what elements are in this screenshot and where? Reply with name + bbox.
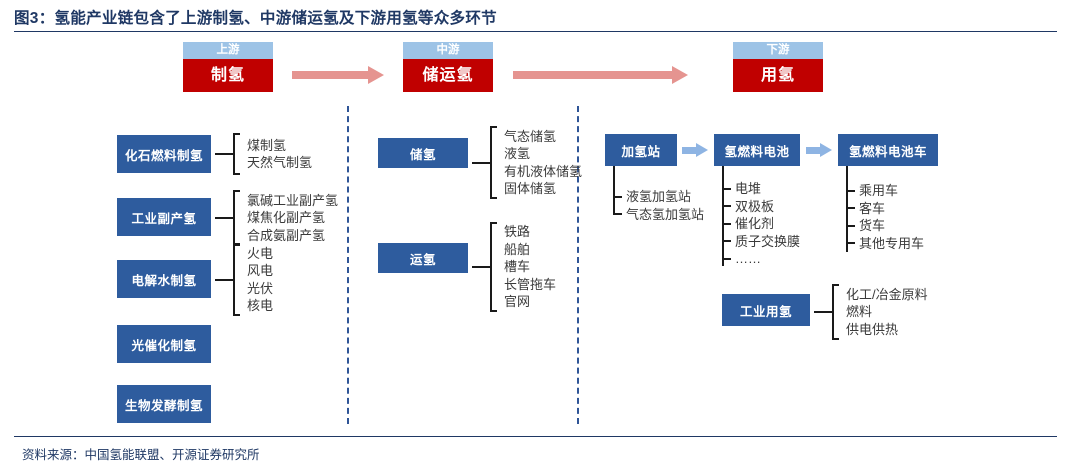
node-fossil-fuel-hydrogen[interactable]: 化石燃料制氢 xyxy=(117,135,211,173)
sub-item: 铁路 xyxy=(504,224,531,240)
tree-row: 催化剂 xyxy=(722,215,800,233)
sub-item: 液氢加氢站 xyxy=(626,189,692,204)
sub-item: 乘用车 xyxy=(859,183,899,198)
sub-item: 风电 xyxy=(247,263,274,278)
node-hydrogen-refueling-station[interactable]: 加氢站 xyxy=(605,134,677,166)
tree-row: 双极板 xyxy=(722,198,800,216)
brace-group-hydrogen-storage: 气态储氢 液氢 有机液体储氢 固体储氢 xyxy=(472,126,582,199)
stage-downstream: 下游 用氢 xyxy=(733,42,823,92)
node-biofermentation-hydrogen[interactable]: 生物发酵制氢 xyxy=(117,385,211,423)
stage-midstream-caption: 中游 xyxy=(403,42,493,59)
brace-group-industrial-byproduct: 氯碱工业副产氢 煤焦化副产氢 合成氨副产氢 xyxy=(215,190,338,246)
sub-item: 质子交换膜 xyxy=(735,233,801,249)
sub-item: 官网 xyxy=(504,294,531,310)
node-water-electrolysis-hydrogen[interactable]: 电解水制氢 xyxy=(117,260,211,298)
source-note: 资料来源：中国氢能联盟、开源证券研究所 xyxy=(22,448,260,462)
node-hydrogen-transport[interactable]: 运氢 xyxy=(378,243,468,273)
sub-item: 气态氢加氢站 xyxy=(626,206,705,222)
tree-row: 液氢加氢站 xyxy=(613,188,704,206)
stage-upstream: 上游 制氢 xyxy=(183,42,273,92)
sub-item: 煤焦化副产氢 xyxy=(247,210,326,226)
node-industrial-hydrogen-use[interactable]: 工业用氢 xyxy=(722,294,810,326)
node-hydrogen-fuel-cell-vehicle[interactable]: 氢燃料电池车 xyxy=(838,134,938,166)
tree-row: 客车 xyxy=(846,200,924,218)
tree-row: 其他专用车 xyxy=(846,235,924,253)
sub-item: 气态储氢 xyxy=(504,128,557,144)
tree-row: 电堆 xyxy=(722,180,800,198)
tree-row: …… xyxy=(722,250,800,268)
stage-upstream-caption: 上游 xyxy=(183,42,273,59)
source-rule xyxy=(14,436,1057,437)
brace-items-fossil-fuel: 煤制氢 天然气制氢 xyxy=(240,137,312,172)
sub-item: 核电 xyxy=(247,298,274,313)
sub-item: 燃料 xyxy=(846,304,873,320)
tree-row: 货车 xyxy=(846,217,924,235)
sub-item: 客车 xyxy=(859,200,886,216)
sub-item: 煤制氢 xyxy=(247,137,287,153)
sub-item: 光伏 xyxy=(247,280,274,296)
sub-item: 其他专用车 xyxy=(859,235,925,251)
brace-items-hydrogen-storage: 气态储氢 液氢 有机液体储氢 固体储氢 xyxy=(497,128,582,198)
sub-item: 船舶 xyxy=(504,241,531,257)
sub-item: 双极板 xyxy=(735,198,775,214)
sub-item: 合成氨副产氢 xyxy=(247,227,326,243)
stage-midstream: 中游 储运氢 xyxy=(403,42,493,92)
stage-midstream-label: 储运氢 xyxy=(403,59,493,92)
title-rule xyxy=(14,31,1057,32)
sub-item: 固体储氢 xyxy=(504,181,557,196)
brace-items-water-electrolysis: 火电 风电 光伏 核电 xyxy=(240,245,273,315)
divider-upstream-midstream xyxy=(347,106,349,424)
tree-row: 乘用车 xyxy=(846,182,924,200)
sub-item: 电堆 xyxy=(735,181,762,196)
sub-item: 货车 xyxy=(859,218,886,233)
page-title: 图3：氢能产业链包含了上游制氢、中游储运氢及下游用氢等众多环节 xyxy=(14,10,497,27)
sub-item: 槽车 xyxy=(504,259,531,275)
brace-group-fossil-fuel: 煤制氢 天然气制氢 xyxy=(215,133,312,175)
node-photocatalytic-hydrogen[interactable]: 光催化制氢 xyxy=(117,325,211,363)
node-hydrogen-fuel-cell[interactable]: 氢燃料电池 xyxy=(714,134,800,166)
brace-group-hydrogen-transport: 铁路 船舶 槽车 长管拖车 官网 xyxy=(472,222,556,312)
sub-item: 液氢 xyxy=(504,146,531,161)
arrow-fuelcell-to-vehicle xyxy=(806,143,832,157)
divider-midstream-downstream xyxy=(577,106,579,424)
sub-item: 氯碱工业副产氢 xyxy=(247,192,339,208)
stage-upstream-label: 制氢 xyxy=(183,59,273,92)
sub-item: 有机液体储氢 xyxy=(504,163,583,179)
brace-group-industrial-hydrogen-use: 化工/冶金原料 燃料 供电供热 xyxy=(814,284,928,340)
stage-downstream-caption: 下游 xyxy=(733,42,823,59)
arrow-midstream-to-downstream xyxy=(513,66,688,84)
sub-item: 天然气制氢 xyxy=(247,155,313,170)
sub-item: 化工/冶金原料 xyxy=(846,286,928,302)
stage-downstream-label: 用氢 xyxy=(733,59,823,92)
sub-item: 长管拖车 xyxy=(504,276,557,292)
sub-item: 催化剂 xyxy=(735,216,775,231)
node-hydrogen-storage[interactable]: 储氢 xyxy=(378,138,468,168)
arrow-station-to-fuelcell xyxy=(682,143,708,157)
sub-item: 供电供热 xyxy=(846,321,899,337)
sub-item: 火电 xyxy=(247,245,274,261)
brace-items-industrial-byproduct: 氯碱工业副产氢 煤焦化副产氢 合成氨副产氢 xyxy=(240,192,338,245)
arrow-upstream-to-midstream xyxy=(292,66,384,84)
brace-items-hydrogen-transport: 铁路 船舶 槽车 长管拖车 官网 xyxy=(497,223,556,311)
brace-items-industrial-hydrogen-use: 化工/冶金原料 燃料 供电供热 xyxy=(839,286,928,339)
brace-group-water-electrolysis: 火电 风电 光伏 核电 xyxy=(215,243,273,316)
sub-item: …… xyxy=(735,251,761,266)
tree-row: 质子交换膜 xyxy=(722,233,800,251)
tree-row: 气态氢加氢站 xyxy=(613,206,704,224)
node-industrial-byproduct-hydrogen[interactable]: 工业副产氢 xyxy=(117,198,211,236)
